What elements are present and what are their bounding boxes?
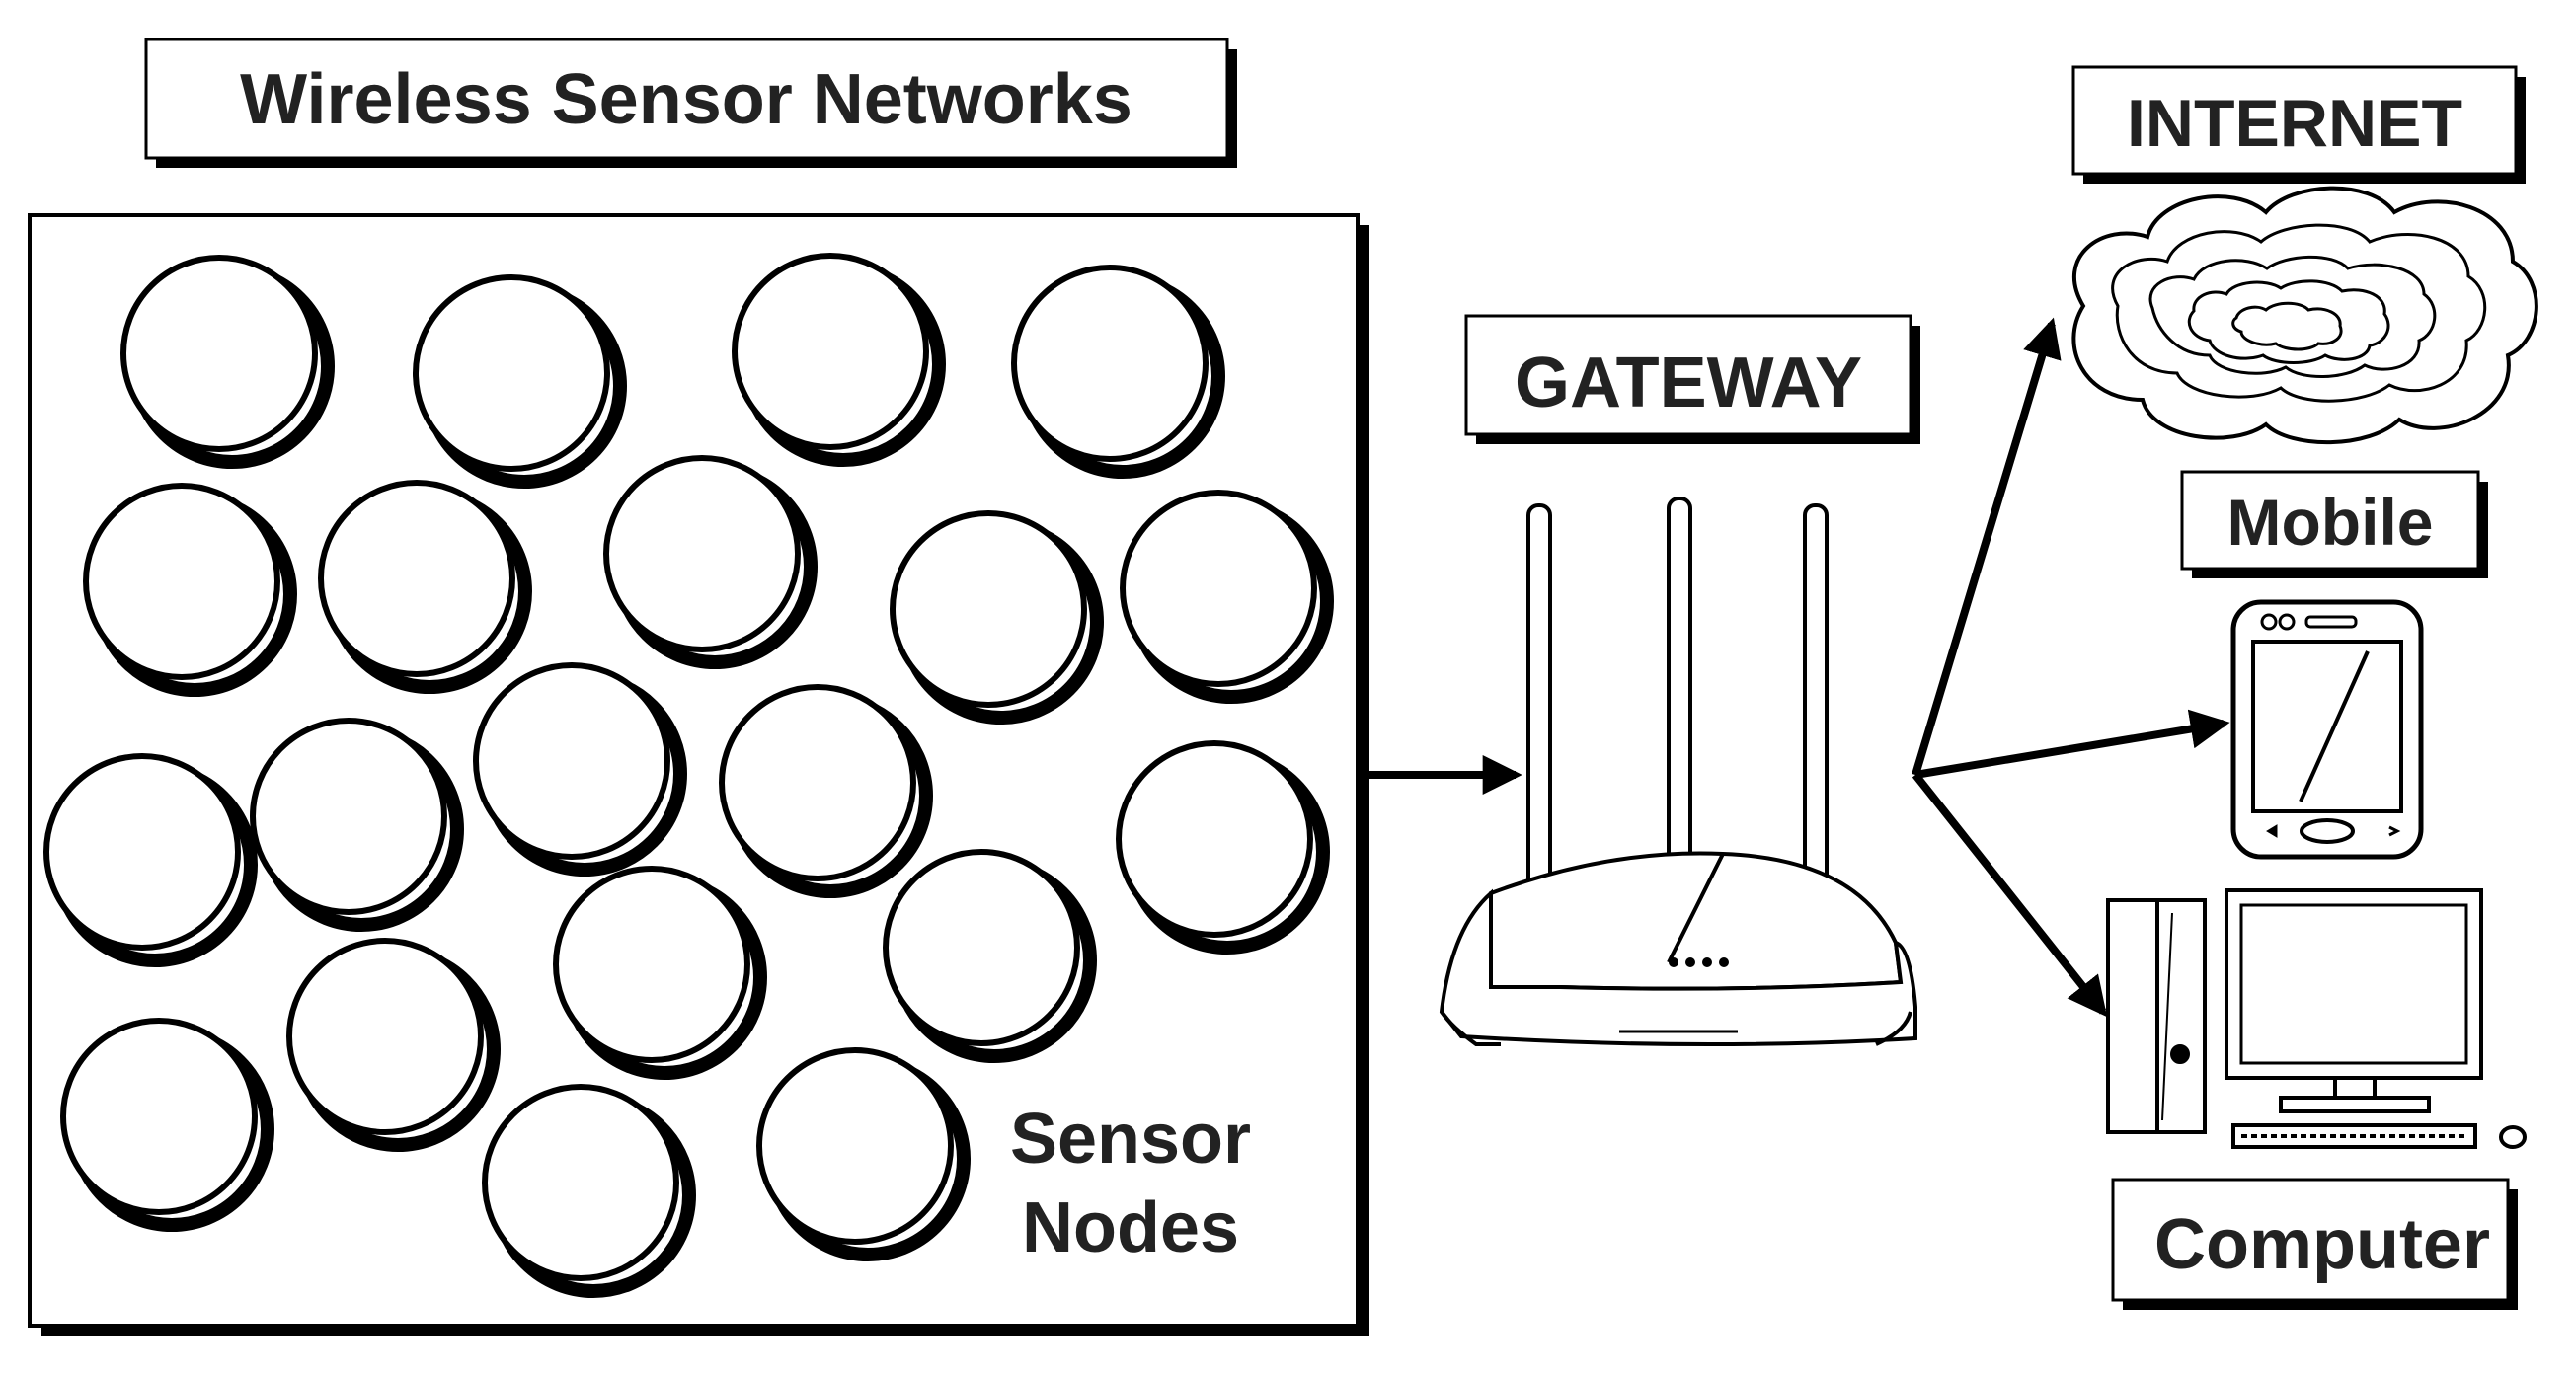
computer-label-box: Computer: [2111, 1178, 2518, 1310]
gateway-output-arrows: [1912, 317, 2230, 1018]
desktop-computer-icon: [2106, 888, 2527, 1149]
title-box: Wireless Sensor Networks: [144, 38, 1237, 168]
sensor-node: [120, 255, 335, 469]
sensor-node: [413, 274, 627, 489]
sensor-node: [250, 718, 464, 932]
internet-label: INTERNET: [2127, 86, 2462, 161]
sensor-node: [83, 483, 297, 697]
computer-label: Computer: [2154, 1205, 2490, 1284]
sensor-node: [1116, 740, 1330, 955]
gateway-label-box: GATEWAY: [1464, 314, 1920, 444]
sensor-node: [43, 753, 258, 967]
sensor-node: [890, 510, 1104, 725]
sensor-node: [318, 480, 532, 694]
cloud-icon: [2071, 186, 2538, 445]
sensor-node: [732, 253, 946, 467]
sensor-node: [482, 1084, 696, 1298]
wifi-router-icon: [1439, 497, 1917, 1047]
sensor-node: [553, 866, 767, 1080]
sensor-node: [1120, 490, 1334, 704]
sensor-node: [603, 455, 818, 669]
sensor-node: [60, 1018, 274, 1232]
gateway-label: GATEWAY: [1515, 344, 1862, 422]
arrow-to-mobile: [1914, 709, 2230, 779]
sensor-node: [286, 938, 501, 1152]
sensor-node: [719, 684, 933, 898]
sensor-node: [756, 1047, 971, 1261]
sensor-node: [473, 662, 687, 877]
sensor-nodes: [43, 253, 1334, 1298]
title-label: Wireless Sensor Networks: [240, 60, 1132, 139]
internet-label-box: INTERNET: [2071, 65, 2526, 184]
sensor-node: [1011, 265, 1225, 479]
arrow-to-internet: [1912, 317, 2062, 777]
sensor-nodes-label-line1: Sensor: [1010, 1100, 1251, 1179]
smartphone-icon: [2230, 599, 2424, 860]
mobile-label-box: Mobile: [2180, 470, 2488, 578]
sensor-nodes-label-line2: Nodes: [1022, 1188, 1239, 1267]
mobile-label: Mobile: [2227, 486, 2434, 559]
sensor-node: [883, 849, 1097, 1063]
arrow-to-computer: [1912, 772, 2108, 1018]
